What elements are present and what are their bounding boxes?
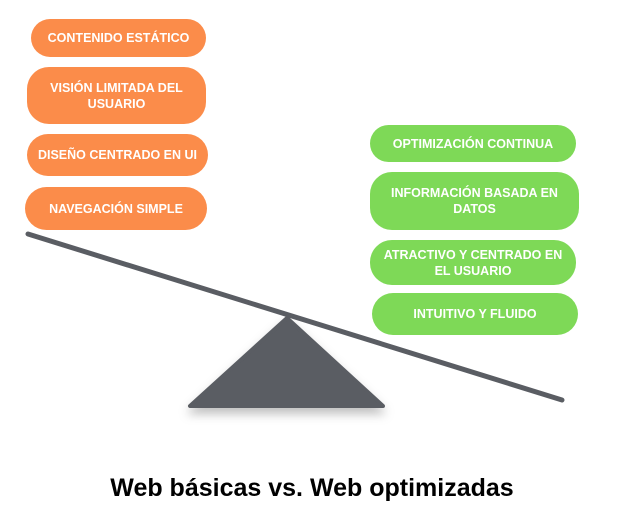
right-item-data-driven-info: INFORMACIÓN BASADA EN DATOS — [370, 172, 579, 230]
right-item-continuous-optimization: OPTIMIZACIÓN CONTINUA — [370, 125, 576, 162]
right-item-user-centered: ATRACTIVO Y CENTRADO EN EL USUARIO — [370, 240, 576, 285]
left-item-static-content: CONTENIDO ESTÁTICO — [31, 19, 206, 57]
seesaw-beam — [25, 231, 565, 403]
right-item-intuitive-fluid: INTUITIVO Y FLUIDO — [372, 293, 578, 335]
page-title: Web básicas vs. Web optimizadas — [110, 474, 514, 502]
left-item-simple-navigation: NAVEGACIÓN SIMPLE — [25, 187, 207, 230]
left-item-ui-centered-design: DISEÑO CENTRADO EN UI — [27, 134, 208, 176]
left-item-limited-user-vision: VISIÓN LIMITADA DEL USUARIO — [27, 67, 206, 124]
fulcrum-triangle — [188, 316, 385, 408]
